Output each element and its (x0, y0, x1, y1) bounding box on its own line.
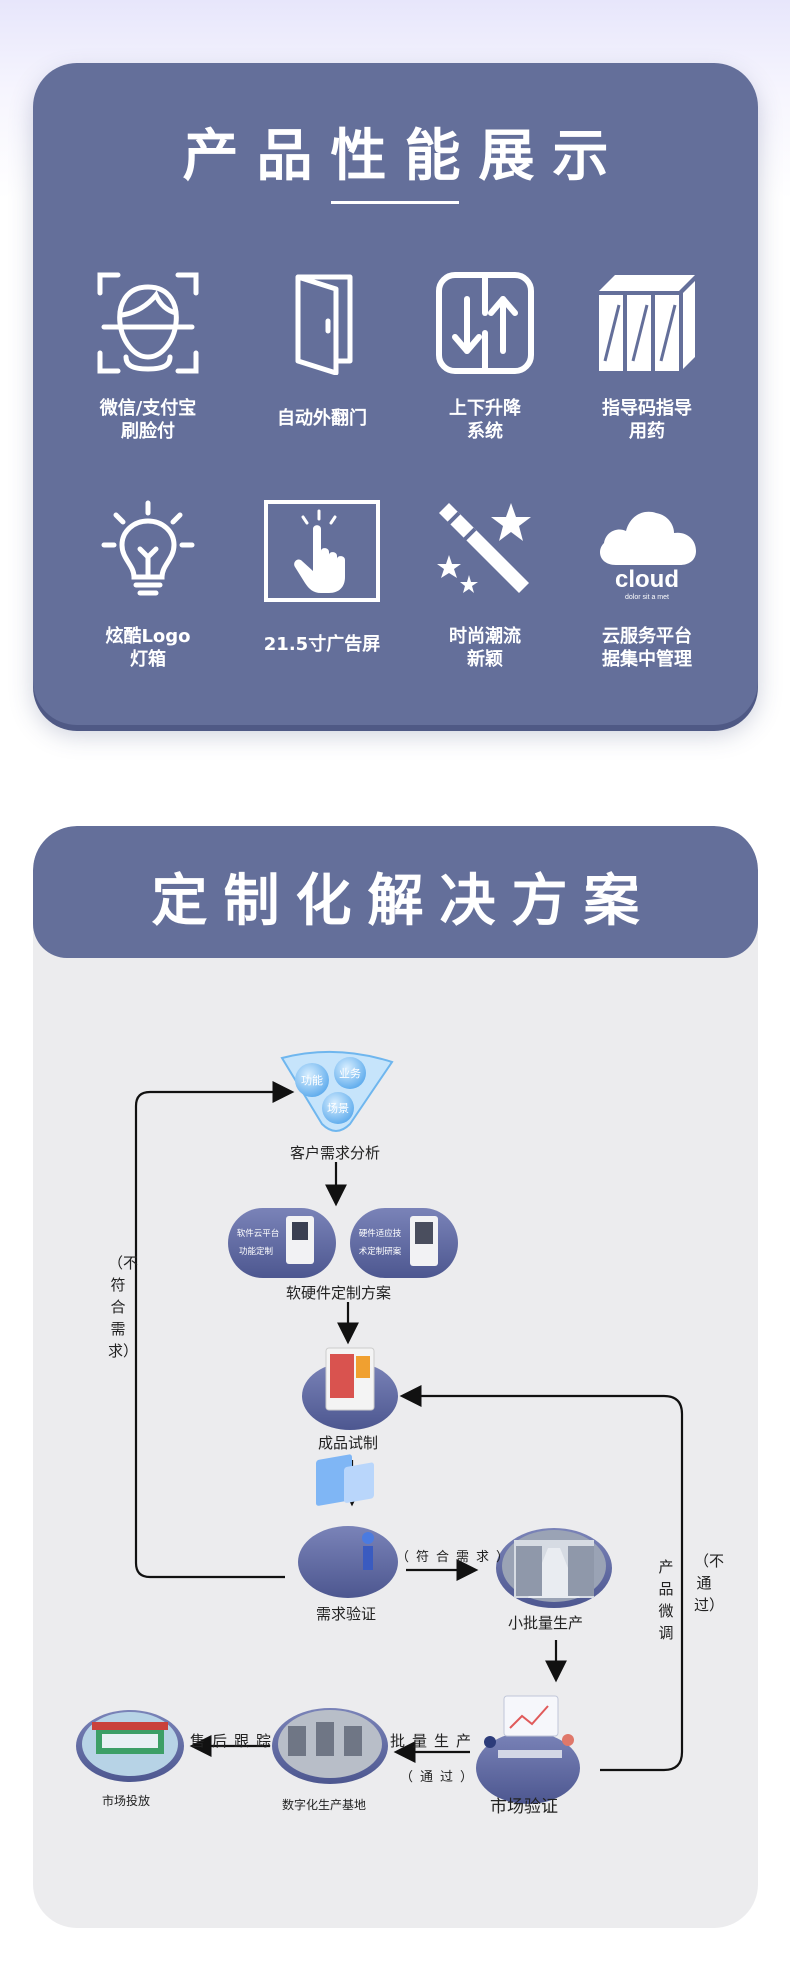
solution-banner (33, 826, 758, 958)
label-mass-production: 批量生产 (390, 1732, 479, 1750)
label-pass: （通过） (400, 1770, 481, 1785)
label-trial: 成品试制 (318, 1434, 379, 1452)
feature-label: 时尚潮流 新颖 (449, 626, 521, 670)
face-scan-icon (97, 272, 199, 374)
digital-base-node (272, 1708, 388, 1784)
feature-lift-system: 上下升降 系统 (396, 271, 574, 443)
funnel-node: 功能 业务 场景 (280, 1050, 394, 1132)
feature-cloud-service: cloud dolor sit a met 云服务平台 据集中管理 (558, 499, 736, 671)
solution-title: 定制化解决方案 (151, 869, 656, 934)
small-batch-node (496, 1528, 612, 1608)
feature-guide-code: 指导码指导 用药 (558, 271, 736, 443)
performance-title: 产品性能展示 (182, 124, 627, 189)
verify-node (298, 1454, 398, 1598)
trial-node (302, 1347, 398, 1430)
feature-face-pay: 微信/支付宝 刷脸付 (59, 271, 237, 443)
cloud-word: cloud (615, 566, 679, 593)
up-down-arrows-icon (436, 272, 534, 374)
feature-fashion: 时尚潮流 新颖 (396, 499, 574, 671)
custom-plan-node: 软件云平台 功能定制 硬件适应技 术定制研案 (228, 1208, 458, 1278)
edge-not-pass-loop (399, 1385, 684, 1772)
edge-not-meet-loop (134, 1081, 295, 1579)
feature-label: 炫酷Logo 灯箱 (105, 626, 191, 670)
svg-text:业务: 业务 (339, 1067, 361, 1080)
label-after-sales: 售后跟踪 (190, 1732, 279, 1750)
feature-auto-door: 自动外翻门 (233, 271, 411, 430)
feature-label: 自动外翻门 (277, 408, 367, 429)
feature-label: 21.5寸广告屏 (263, 634, 381, 655)
title-underline (331, 201, 459, 204)
box-grid-icon (599, 275, 695, 371)
feature-logo-lightbox: 炫酷Logo 灯箱 (59, 499, 237, 671)
touch-screen-icon (264, 500, 380, 602)
feature-label: 指导码指导 用药 (602, 398, 692, 442)
label-meet: （符合需求） (396, 1550, 517, 1565)
svg-text:硬件适应技: 硬件适应技 (359, 1228, 402, 1239)
market-launch-node (76, 1710, 184, 1782)
performance-card: 产品性能展示 微信/支付宝 刷脸付 自动外翻门 (33, 63, 758, 725)
light-bulb-icon (101, 500, 195, 596)
feature-label: 微信/支付宝 刷脸付 (99, 398, 197, 442)
svg-text:功能: 功能 (301, 1073, 323, 1087)
svg-text:功能定制: 功能定制 (239, 1246, 273, 1257)
label-analysis: 客户需求分析 (290, 1144, 381, 1162)
feature-ad-screen: 21.5寸广告屏 (233, 499, 411, 656)
feature-label: 上下升降 系统 (449, 398, 521, 442)
label-market-verify: 市场验证 (490, 1797, 558, 1817)
svg-text:术定制研案: 术定制研案 (359, 1246, 402, 1257)
cloud-small-text: dolor sit a met (625, 594, 669, 601)
label-digital-base: 数字化生产基地 (282, 1798, 367, 1812)
label-small-batch: 小批量生产 (508, 1614, 584, 1632)
label-market-launch: 市场投放 (102, 1794, 151, 1808)
cloud-icon: cloud dolor sit a met (600, 511, 696, 601)
svg-text:软件云平台: 软件云平台 (237, 1228, 280, 1239)
label-custom-plan: 软硬件定制方案 (286, 1284, 392, 1302)
svg-text:场景: 场景 (327, 1101, 349, 1115)
label-not-pass: （不通过） (694, 1552, 725, 1614)
door-icon (295, 274, 353, 375)
market-verify-node (476, 1695, 580, 1804)
feature-label: 云服务平台 据集中管理 (602, 626, 692, 670)
label-verify: 需求验证 (316, 1605, 377, 1623)
label-fine-tune: 产品微调 (658, 1558, 674, 1642)
label-not-meet: （不符合需求） (108, 1254, 139, 1360)
magic-wand-icon (437, 503, 531, 593)
